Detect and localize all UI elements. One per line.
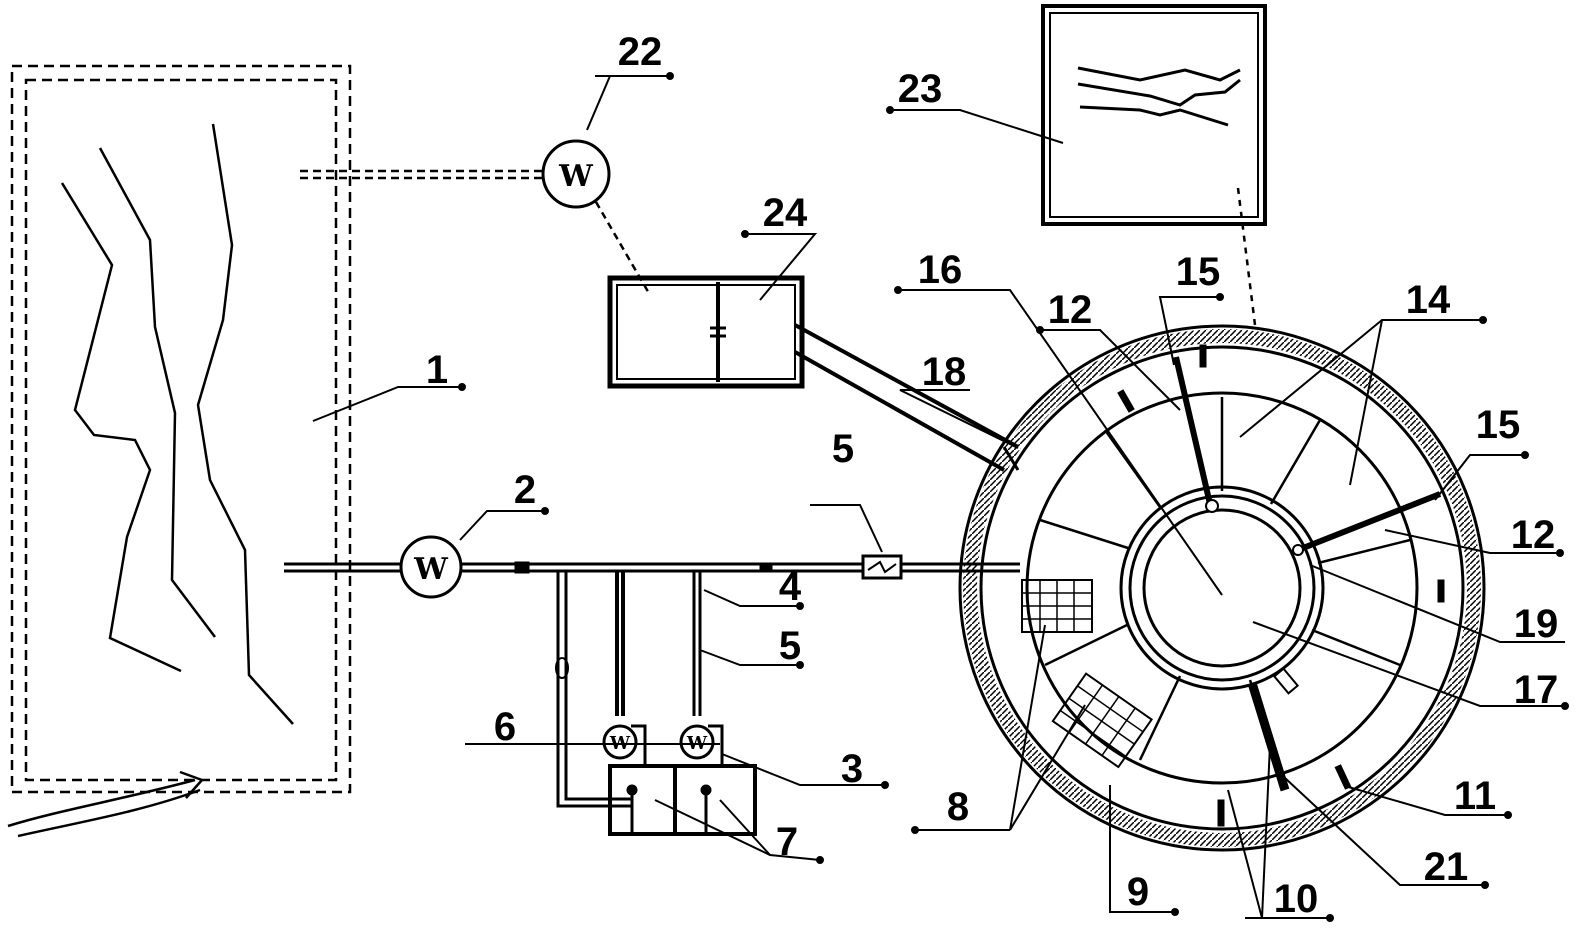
label-11: 11 bbox=[1454, 774, 1496, 818]
display-panel-23 bbox=[1041, 4, 1267, 326]
control-box-24 bbox=[607, 275, 1019, 472]
label-7: 7 bbox=[776, 820, 798, 864]
label-12-top: 12 bbox=[1048, 288, 1093, 332]
meter-2-symbol: W bbox=[413, 552, 449, 587]
label-12-right: 12 bbox=[1511, 513, 1556, 557]
label-17: 17 bbox=[1514, 668, 1559, 712]
label-22: 22 bbox=[618, 30, 663, 74]
label-19: 19 bbox=[1514, 602, 1559, 646]
label-9: 9 bbox=[1127, 870, 1149, 914]
label-8: 8 bbox=[947, 785, 969, 829]
label-3: 3 bbox=[841, 747, 863, 791]
label-5-top: 5 bbox=[832, 427, 854, 471]
terrain-field bbox=[7, 64, 352, 838]
label-16: 16 bbox=[918, 248, 963, 292]
label-6: 6 bbox=[494, 705, 516, 749]
label-5-bottom: 5 bbox=[779, 624, 801, 668]
meter-22-symbol: W bbox=[558, 159, 594, 194]
circular-tank bbox=[958, 324, 1486, 852]
label-15-top: 15 bbox=[1176, 250, 1221, 294]
label-24: 24 bbox=[763, 191, 808, 235]
label-21: 21 bbox=[1424, 845, 1469, 889]
label-2: 2 bbox=[514, 468, 536, 512]
label-1: 1 bbox=[426, 348, 448, 392]
label-18: 18 bbox=[922, 350, 967, 394]
label-23: 23 bbox=[898, 67, 943, 111]
label-14: 14 bbox=[1406, 278, 1451, 322]
label-15-right: 15 bbox=[1476, 403, 1521, 447]
meter-22: W bbox=[300, 139, 652, 296]
labels: 1 2 3 4 5 5 6 7 8 9 10 11 12 12 14 15 15… bbox=[426, 30, 1558, 921]
branch-pipes: W W bbox=[555, 571, 757, 836]
leader-lines bbox=[312, 72, 1569, 922]
label-4: 4 bbox=[779, 565, 802, 609]
label-10: 10 bbox=[1274, 877, 1319, 921]
main-pipeline: W bbox=[284, 535, 1020, 599]
